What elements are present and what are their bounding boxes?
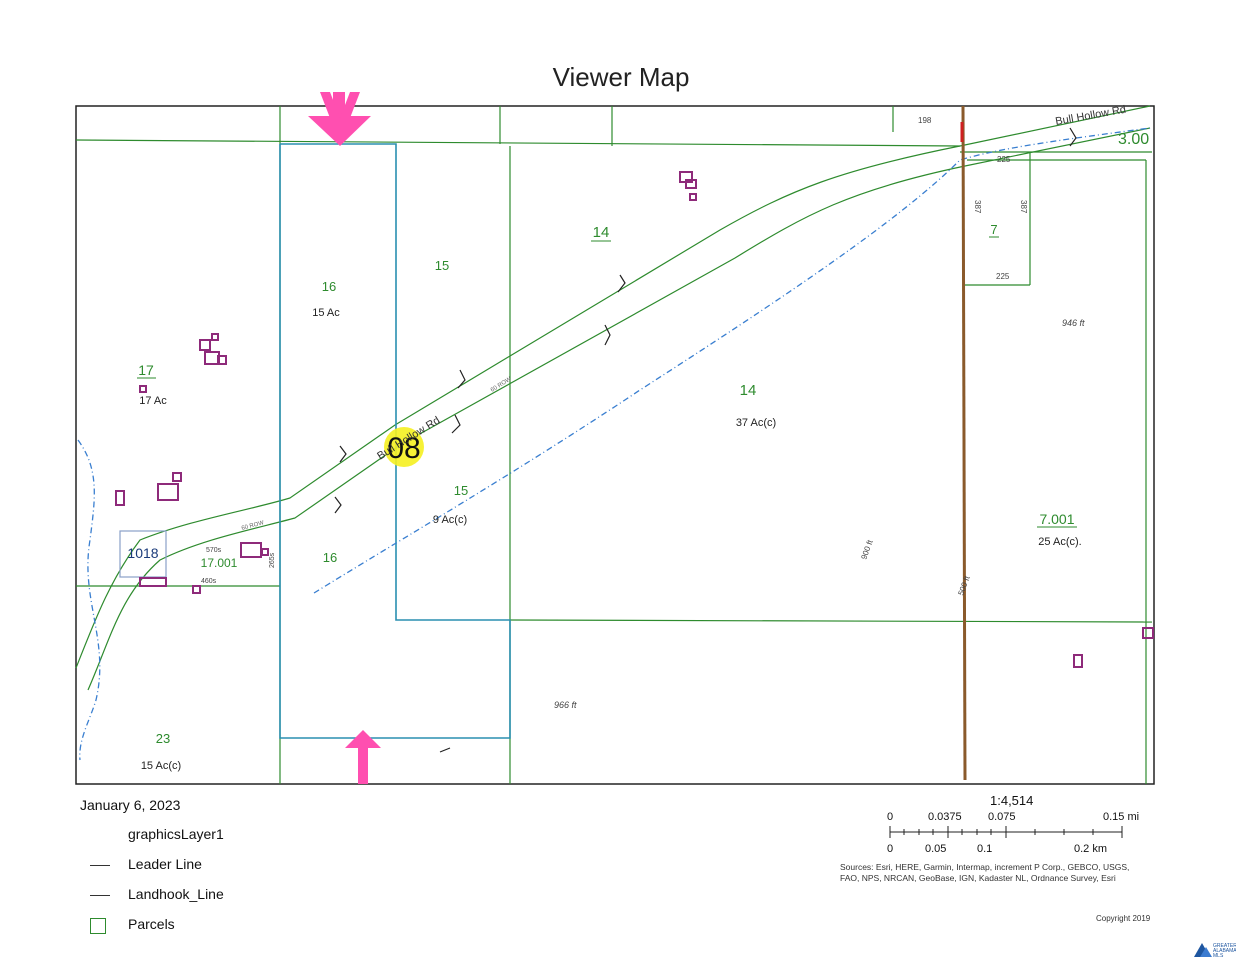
stream: [77, 127, 1151, 761]
landhook-lines: [334, 127, 1077, 753]
parcel-16-area: 15 Ac: [312, 307, 340, 319]
scale-km-tick-3: 0.2 km: [1074, 843, 1108, 855]
pink-arrow-bottom: [345, 730, 381, 784]
parcel-15-id: 15: [454, 483, 468, 498]
scale-ratio: 1:4,514: [990, 793, 1034, 808]
dim-946: 946 ft: [1062, 318, 1085, 328]
parcel-17001-id: 17.001: [201, 556, 238, 570]
map-sources: Sources: Esri, HERE, Garmin, Intermap, i…: [840, 862, 1130, 883]
road-label-top: Bull Hollow Rd: [1054, 104, 1127, 128]
legend-label: graphicsLayer1: [128, 826, 224, 842]
dim-500: 500 ft: [956, 574, 972, 597]
landhook-line-swatch: [90, 895, 110, 896]
parcels-swatch: [90, 918, 106, 934]
parcel-14-area: 37 Ac(c): [736, 417, 776, 429]
scale-km-tick-2: 0.1: [977, 843, 993, 855]
buildings: [115, 171, 1154, 668]
legend-label: Parcels: [128, 916, 175, 932]
dim-225-bottom: 225: [996, 272, 1010, 281]
svg-text:MLS: MLS: [1213, 953, 1224, 959]
dim-966: 966 ft: [554, 700, 577, 710]
dim-225-top: 225: [997, 155, 1011, 164]
svg-text:ALABAMA: ALABAMA: [1213, 948, 1236, 954]
top-right-value: 3.00: [1118, 131, 1149, 148]
parcel-14-top-id: 14: [593, 224, 610, 241]
map-title: Viewer Map: [552, 62, 690, 92]
dim-265: 265s: [269, 552, 276, 568]
parcel-23-area: 15 Ac(c): [141, 760, 181, 772]
pink-arrow-top: [308, 92, 371, 146]
dim-387-left: 387: [973, 200, 982, 214]
subject-boundary: [279, 143, 511, 739]
leader-line-swatch: [90, 865, 110, 866]
parcel-17-id: 17: [138, 362, 154, 378]
map-frame: [75, 105, 1155, 785]
highlight-label: 08: [387, 432, 420, 465]
map-date: January 6, 2023: [80, 797, 181, 813]
parcel-7-id: 7: [990, 222, 997, 237]
dim-198: 198: [918, 116, 932, 125]
dim-570: 570s: [206, 547, 222, 554]
parcel-15-area: 9 Ac(c): [433, 514, 467, 526]
legend-label: Leader Line: [128, 856, 202, 872]
parcel-1018-id: 1018: [127, 545, 158, 561]
parcel-23-id: 23: [156, 731, 170, 746]
road-width-b: 60 ROW: [241, 520, 265, 532]
parcel-lines: [75, 106, 1153, 784]
dim-460: 460s: [201, 578, 217, 585]
scale-mi-tick-0: 0: [887, 811, 894, 823]
legend-label: Landhook_Line: [128, 886, 224, 902]
scale-mi-tick-2: 0.075: [988, 811, 1016, 823]
mls-logo: GREATER ALABAMA MLS: [1194, 943, 1236, 959]
scale-mi-tick-1: 0.0375: [928, 811, 962, 823]
brown-boundary: [961, 105, 967, 781]
parcel-16-id: 16: [322, 279, 336, 294]
scale-mi-tick-3: 0.15 mi: [1103, 811, 1140, 823]
scale-km-tick-1: 0.05: [925, 843, 947, 855]
dim-387-right: 387: [1019, 200, 1028, 214]
parcel-7001-id: 7.001: [1039, 511, 1074, 527]
parcel-16-lower-id: 16: [323, 550, 337, 565]
scale-km-tick-0: 0: [887, 843, 894, 855]
parcel-15-top-id: 15: [435, 258, 449, 273]
svg-text:GREATER: GREATER: [1213, 943, 1236, 949]
copyright: Copyright 2019: [1096, 914, 1151, 923]
scale-ruler: [889, 826, 1123, 838]
road: [75, 105, 1151, 691]
parcel-7001-area: 25 Ac(c).: [1038, 536, 1081, 548]
parcel-14-id: 14: [740, 382, 757, 399]
parcel-17-area: 17 Ac: [139, 395, 167, 407]
highlight-circle: [384, 427, 424, 467]
dim-900: 900 ft: [859, 538, 875, 561]
